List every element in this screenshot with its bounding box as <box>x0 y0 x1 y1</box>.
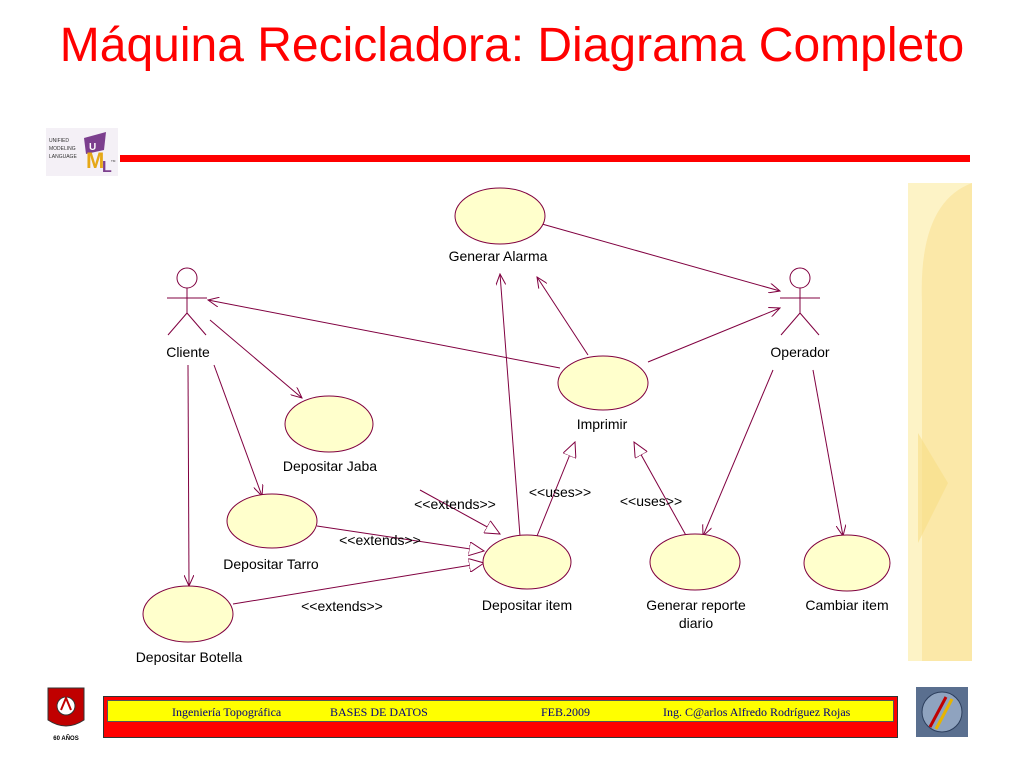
line-imprimir-operador <box>647 308 780 363</box>
actor-label-cliente: Cliente <box>166 344 210 360</box>
line-cliente-botella <box>188 364 189 586</box>
footer-course: Ingeniería Topográfica <box>172 705 282 719</box>
label-extends-tarro: <<extends>> <box>339 532 421 548</box>
line-item-alarma <box>500 274 521 537</box>
uml-logo-line-2: MODELING <box>49 146 76 152</box>
use-case-depositar-item <box>482 534 572 590</box>
line-reporte-uses-imprimir <box>634 442 689 540</box>
footer-author: Ing. C@arlos Alfredo Rodríguez Rojas <box>663 705 851 719</box>
title-underline <box>120 155 970 162</box>
use-case-generar-reporte <box>649 533 741 591</box>
university-logo: 60 AÑOS <box>47 687 85 742</box>
label-generar-reporte-2: diario <box>679 615 713 631</box>
label-generar-reporte-1: Generar reporte <box>646 597 746 613</box>
page-title: Máquina Recicladora: Diagrama Completo <box>59 19 965 72</box>
line-cliente-tarro <box>213 364 262 496</box>
uml-logo-tm: TM <box>111 159 116 163</box>
use-case-depositar-jaba <box>284 395 374 453</box>
uml-logo-line-3: LANGUAGE <box>49 154 77 160</box>
line-tarro-extends-item <box>316 525 484 551</box>
label-extends-jaba: <<extends>> <box>414 496 496 512</box>
actor-cliente <box>167 267 207 336</box>
uml-logo-line-1: UNIFIED <box>49 138 69 144</box>
label-depositar-jaba: Depositar Jaba <box>283 458 377 474</box>
label-uses-item: <<uses>> <box>529 484 591 500</box>
line-imprimir-alarma <box>537 277 589 356</box>
use-case-depositar-tarro <box>226 493 318 549</box>
line-alarma-operador <box>541 223 780 291</box>
actor-label-operador: Operador <box>770 344 829 360</box>
label-depositar-tarro: Depositar Tarro <box>223 556 319 572</box>
label-imprimir: Imprimir <box>577 416 628 432</box>
footer-date: FEB.2009 <box>541 705 591 719</box>
line-imprimir-cliente <box>208 300 561 369</box>
label-generar-alarma: Generar Alarma <box>449 248 548 264</box>
footer-band: Ingeniería Topográfica BASES DE DATOS FE… <box>107 700 894 722</box>
uml-logo-letter-u: U <box>89 142 96 153</box>
uml-logo: UNIFIED MODELING LANGUAGE M L U TM <box>46 128 118 176</box>
line-botella-extends-item <box>232 563 484 605</box>
uml-logo-letter-l: L <box>102 159 112 176</box>
label-cambiar-item: Cambiar item <box>805 597 888 613</box>
footer-subject: BASES DE DATOS <box>330 705 428 719</box>
side-decoration <box>908 183 972 661</box>
department-logo <box>916 687 968 737</box>
line-item-uses-imprimir <box>536 442 575 537</box>
uml-logo-letter-m: M <box>86 148 104 173</box>
line-jaba-extends-item <box>419 489 500 534</box>
use-case-cambiar-item <box>803 534 891 592</box>
label-depositar-item: Depositar item <box>482 597 572 613</box>
label-uses-reporte: <<uses>> <box>620 493 682 509</box>
use-case-imprimir <box>557 355 649 411</box>
footer-bar: Ingeniería Topográfica BASES DE DATOS FE… <box>103 696 898 738</box>
actor-operador <box>780 267 820 336</box>
use-case-depositar-botella <box>142 585 234 643</box>
line-operador-reporte <box>703 369 774 536</box>
label-extends-botella: <<extends>> <box>301 598 383 614</box>
line-operador-cambiar <box>812 369 843 536</box>
university-logo-text: 60 AÑOS <box>53 735 78 742</box>
line-cliente-jaba <box>209 319 302 398</box>
use-case-generar-alarma <box>454 187 546 245</box>
label-depositar-botella: Depositar Botella <box>136 649 243 665</box>
